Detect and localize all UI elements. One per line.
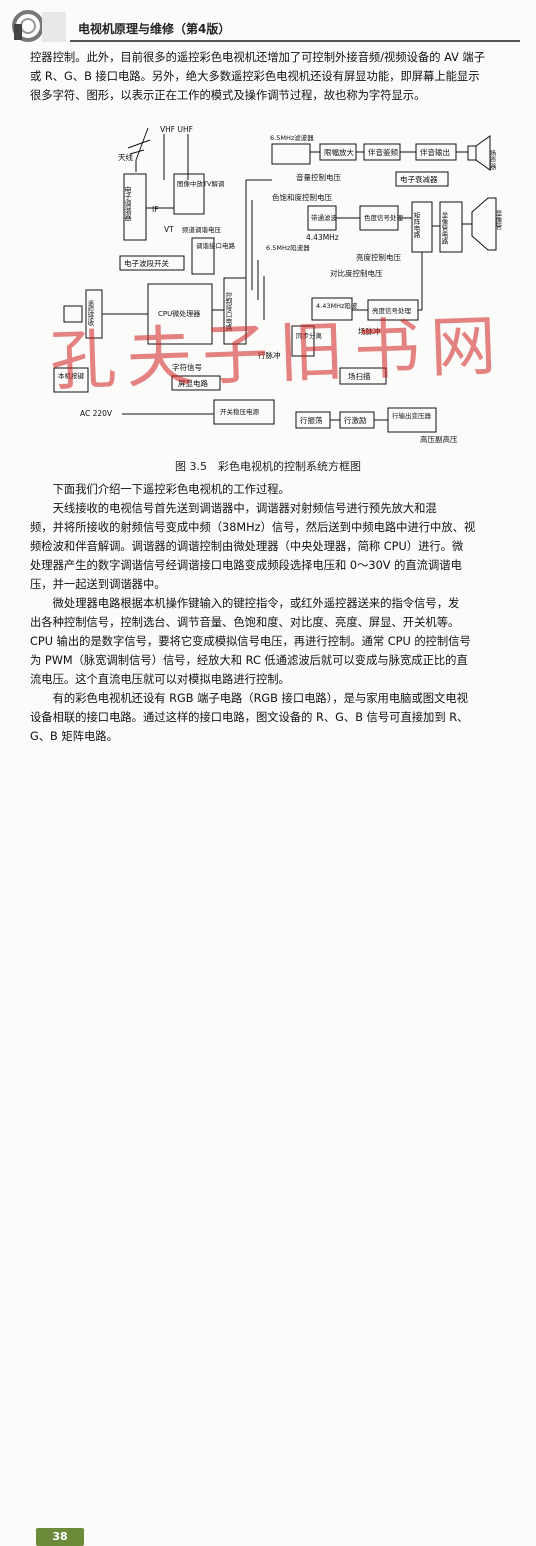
tuner-block bbox=[123, 173, 147, 241]
tuner-label: 电子调谐器 bbox=[124, 185, 132, 222]
osd-block bbox=[171, 375, 221, 391]
chroma-label: 色度信号处理 bbox=[364, 213, 404, 222]
filter65-label: 6.5MHz滤波器 bbox=[270, 133, 314, 142]
crt-amp-block bbox=[439, 201, 463, 253]
trap65-label: 6.5MHz陷波器 bbox=[266, 243, 310, 252]
tuning-interface-block bbox=[191, 237, 215, 275]
band-switch-label: 电子波段开关 bbox=[124, 258, 169, 268]
power-supply-block bbox=[213, 399, 275, 425]
local-key-label: 本机按键 bbox=[58, 371, 85, 380]
if-label: IF bbox=[152, 205, 159, 214]
e-attenuator-block bbox=[395, 171, 449, 187]
row-pulse-label: 行脉冲 bbox=[258, 350, 281, 360]
osd-label: 屏显电路 bbox=[178, 378, 208, 388]
video-if-label: 图像中放TV解调 bbox=[177, 179, 224, 188]
fm-detector-label: 伴音鉴频 bbox=[368, 147, 398, 157]
running-title: 电视机原理与维修（第4版） bbox=[78, 22, 231, 36]
h-drv-label: 行激励 bbox=[344, 415, 367, 425]
band-switch-block bbox=[119, 255, 185, 271]
paragraph-intro: 控器控制。此外，目前很多的遥控彩色电视机还增加了可控制外接音频/视频设备的 AV… bbox=[30, 51, 486, 102]
page-header: 电视机原理与维修（第4版） bbox=[0, 0, 536, 44]
luma-label: 亮度信号处理 bbox=[372, 306, 412, 315]
f443-label: 4.43MHz bbox=[306, 233, 339, 242]
trap443-block bbox=[311, 297, 353, 321]
antenna-icon bbox=[127, 127, 151, 172]
ac-label: AC 220V bbox=[80, 409, 113, 418]
crt-amp-label: 显像管电路 bbox=[440, 212, 448, 246]
vt-label: VT bbox=[164, 225, 174, 234]
contrast-ctrl-label: 对比度控制电压 bbox=[330, 268, 383, 278]
control-system-block-diagram: 天线 VHF UHF 电子调谐器 IF 图像中放TV解调 VT 频道调谐电压 调… bbox=[40, 120, 510, 454]
e-attenuator-label: 电子衰减器 bbox=[400, 174, 438, 184]
brightness-ctrl-label: 亮度控制电压 bbox=[356, 252, 401, 262]
volume-ctrl-label: 音量控制电压 bbox=[296, 172, 341, 182]
control-interface-block bbox=[223, 277, 247, 345]
antenna-label: 天线 bbox=[118, 152, 133, 162]
field-scan-block bbox=[339, 367, 387, 385]
paragraph-body: 下面我们介绍一下遥控彩色电视机的工作过程。 天线接收的电视信号首先送到调谐器中，… bbox=[30, 483, 476, 743]
crt-icon bbox=[471, 197, 497, 251]
trap443-label: 4.43MHz陷波 bbox=[316, 301, 358, 310]
ir-diode-block bbox=[63, 305, 83, 323]
bandpass-label: 带通滤波 bbox=[311, 213, 338, 222]
matrix-label: 矩阵电路 bbox=[412, 211, 420, 240]
h-osc-label: 行振荡 bbox=[300, 415, 323, 425]
header-rule bbox=[70, 40, 520, 42]
cpu-label: CPU微处理器 bbox=[158, 309, 200, 318]
control-interface-label: 控制接口电路 bbox=[224, 291, 232, 333]
cpu-block bbox=[147, 283, 213, 345]
figure-caption: 图 3.5 彩色电视机的控制系统方框图 bbox=[175, 460, 361, 473]
page-footer: 38 bbox=[0, 760, 536, 1546]
saturation-ctrl-label: 色饱和度控制电压 bbox=[272, 192, 332, 202]
limiter-label: 限幅放大 bbox=[324, 147, 354, 157]
speaker-label: 扬声器 bbox=[488, 149, 496, 171]
power-supply-label: 开关稳压电源 bbox=[220, 407, 260, 416]
filter65-block bbox=[271, 143, 311, 165]
book-logo-icon bbox=[6, 6, 66, 48]
page-number: 38 bbox=[36, 1528, 84, 1546]
speaker-icon bbox=[467, 135, 491, 171]
audio-out-label: 伴音输出 bbox=[420, 147, 450, 157]
band-voltage-label: 频道调谐电压 bbox=[182, 225, 222, 234]
field-pulse-label: 场脉冲 bbox=[358, 326, 381, 336]
field-scan-label: 场扫描 bbox=[348, 371, 371, 381]
watermark: 孔夫子旧书网 bbox=[48, 307, 508, 400]
remote-rx-label: 遥控接收 bbox=[86, 299, 94, 328]
vhf-uhf-label: VHF UHF bbox=[160, 125, 193, 134]
local-key-block bbox=[53, 367, 89, 393]
h-out-label: 行输出变压器 bbox=[392, 411, 432, 420]
video-if-block bbox=[173, 173, 205, 215]
tuning-interface-label: 调谐接口电路 bbox=[196, 241, 236, 250]
high-voltage-label: 高压副高压 bbox=[420, 434, 458, 444]
crt-label: 显像管 bbox=[494, 210, 502, 231]
sync-sep-block bbox=[291, 325, 315, 357]
sync-sep-label: 同步分离 bbox=[296, 331, 323, 340]
char-signal-label: 字符信号 bbox=[172, 362, 202, 372]
